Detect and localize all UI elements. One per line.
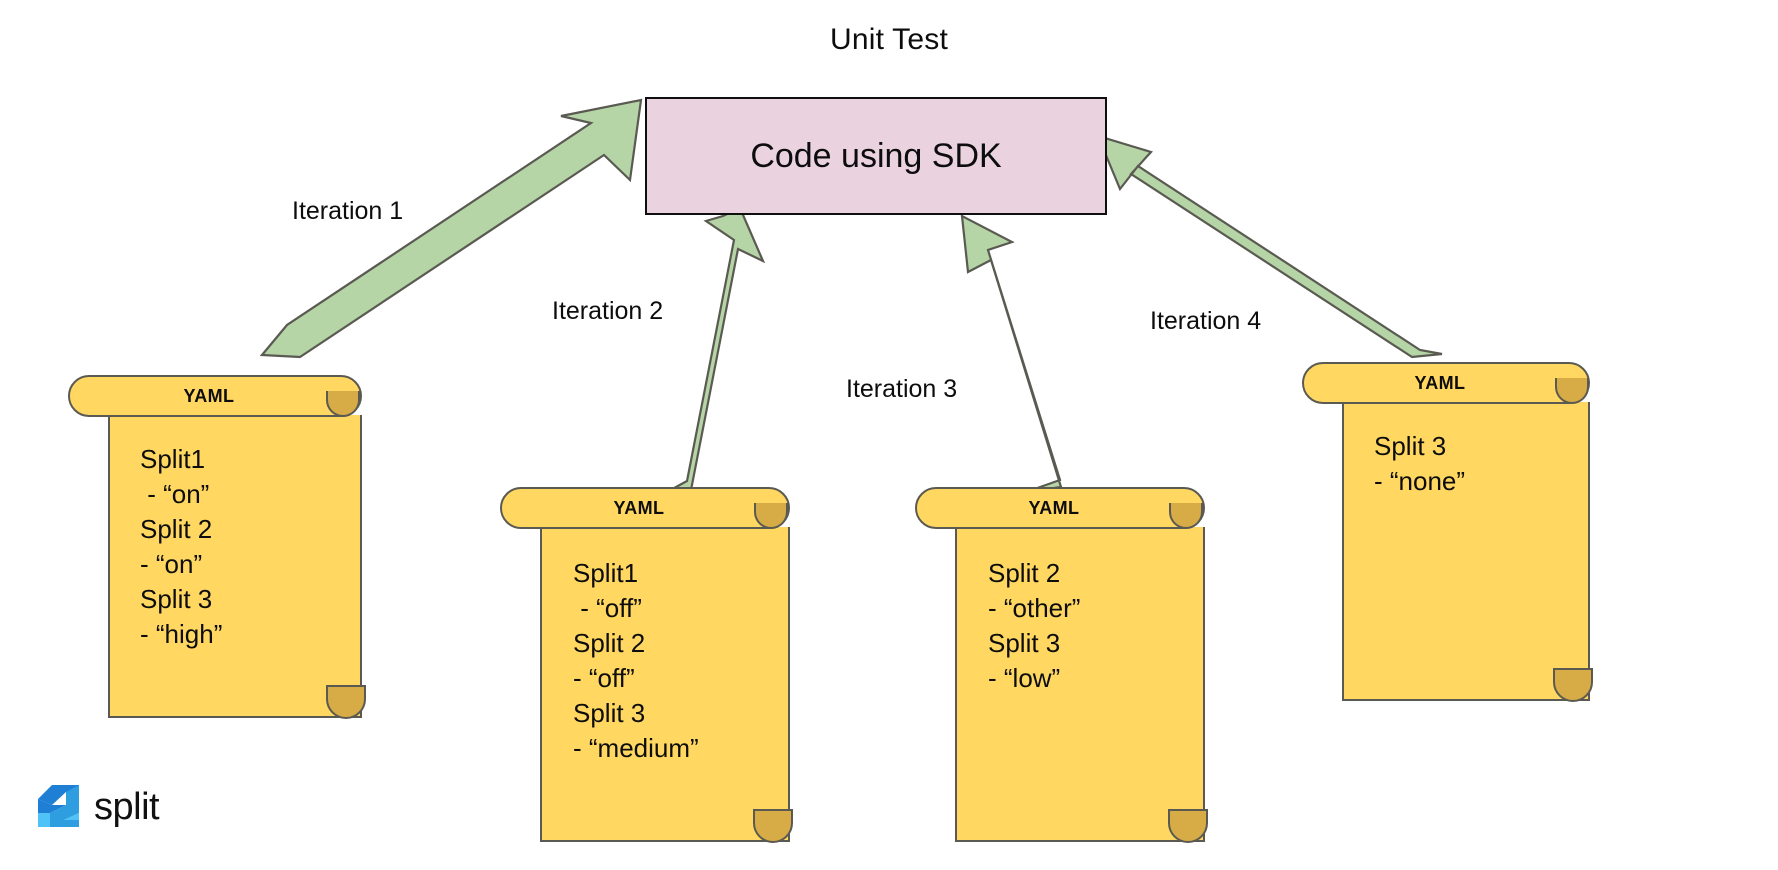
yaml-scroll-4-topbar: YAML (1302, 362, 1590, 404)
code-using-sdk-box: Code using SDK (645, 97, 1107, 215)
code-using-sdk-label: Code using SDK (750, 137, 1002, 175)
iteration-3-label: Iteration 3 (846, 375, 958, 403)
split-logo-mark-icon (38, 785, 79, 827)
yaml-scroll-1-header: YAML (183, 385, 235, 406)
yaml-scroll-1-topbar: YAML (68, 375, 362, 417)
yaml-scroll-3-header: YAML (1028, 497, 1080, 518)
yaml-scroll-2-text: Split1 - “off” Split 2 - “off” Split 3 -… (573, 558, 699, 763)
yaml-scroll-1: YAML Split1 - “on” Split 2 - “on” Split … (68, 375, 393, 745)
yaml-scroll-2-bottom-curl-icon (753, 809, 793, 843)
yaml-scroll-1-bottom-curl-icon (326, 685, 366, 719)
yaml-scroll-4-text: Split 3 - “none” (1374, 431, 1466, 496)
yaml-scroll-3-text: Split 2 - “other” Split 3 - “low” (988, 558, 1081, 693)
yaml-scroll-4-top-curl-icon (1555, 378, 1589, 404)
iteration-1-label: Iteration 1 (292, 197, 404, 225)
yaml-scroll-3-topbar: YAML (915, 487, 1205, 529)
iteration-2-label: Iteration 2 (552, 297, 664, 325)
split-logo: split (36, 783, 186, 835)
yaml-scroll-2-body (540, 527, 790, 842)
yaml-scroll-3-body (955, 527, 1205, 842)
yaml-scroll-2: YAML Split1 - “off” Split 2 - “off” Spli… (500, 487, 830, 869)
yaml-scroll-2-top-curl-icon (754, 503, 788, 529)
yaml-scroll-3-top-curl-icon (1169, 503, 1203, 529)
yaml-scroll-3-bottom-curl-icon (1168, 809, 1208, 843)
yaml-scroll-1-text: Split1 - “on” Split 2 - “on” Split 3 - “… (140, 444, 223, 649)
yaml-scroll-3: YAML Split 2 - “other” Split 3 - “low” (915, 487, 1245, 869)
yaml-scroll-1-body (108, 415, 362, 718)
yaml-scroll-2-header: YAML (613, 497, 665, 518)
iteration-4-label: Iteration 4 (1150, 307, 1262, 335)
arrow-iteration-2 (655, 206, 766, 500)
split-logo-wordmark: split (94, 786, 160, 828)
yaml-scroll-1-top-curl-icon (326, 391, 360, 417)
yaml-scroll-4-header: YAML (1414, 372, 1466, 393)
yaml-scroll-4-body (1342, 402, 1590, 701)
yaml-scroll-4: YAML Split 3 - “none” (1302, 362, 1632, 742)
arrow-iteration-3 (960, 214, 1063, 494)
yaml-scroll-2-topbar: YAML (500, 487, 790, 529)
page-title: Unit Test (830, 23, 948, 56)
yaml-scroll-4-bottom-curl-icon (1553, 668, 1593, 702)
